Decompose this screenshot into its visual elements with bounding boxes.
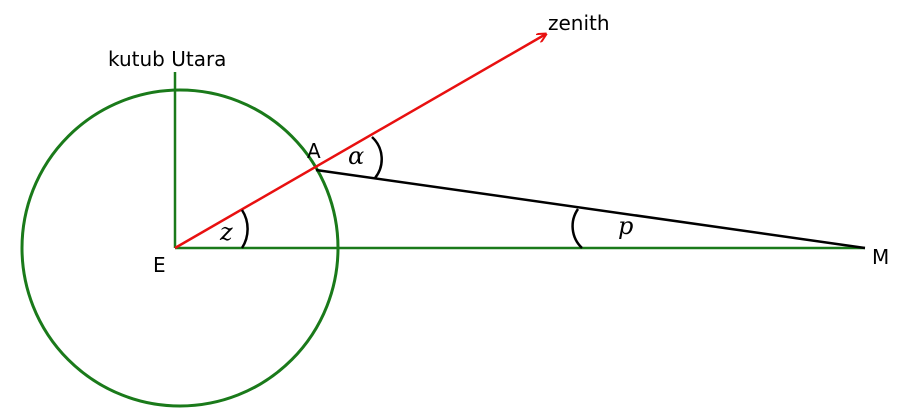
north-pole-label: kutub Utara (108, 47, 226, 71)
point-e-label: E (153, 253, 166, 277)
zenith-ray (174, 34, 546, 250)
angle-alpha-arc (371, 136, 383, 179)
angle-alpha-label: α (348, 142, 364, 170)
line-a-m (315, 168, 866, 250)
angle-p-label: p (618, 212, 633, 240)
angle-p-arc (571, 208, 583, 249)
angle-z-arc (240, 209, 249, 249)
point-m-label: M (872, 245, 889, 269)
zenith-label: zenith (548, 11, 610, 35)
point-a-label: A (307, 139, 321, 163)
angle-z-label: z (219, 218, 233, 246)
